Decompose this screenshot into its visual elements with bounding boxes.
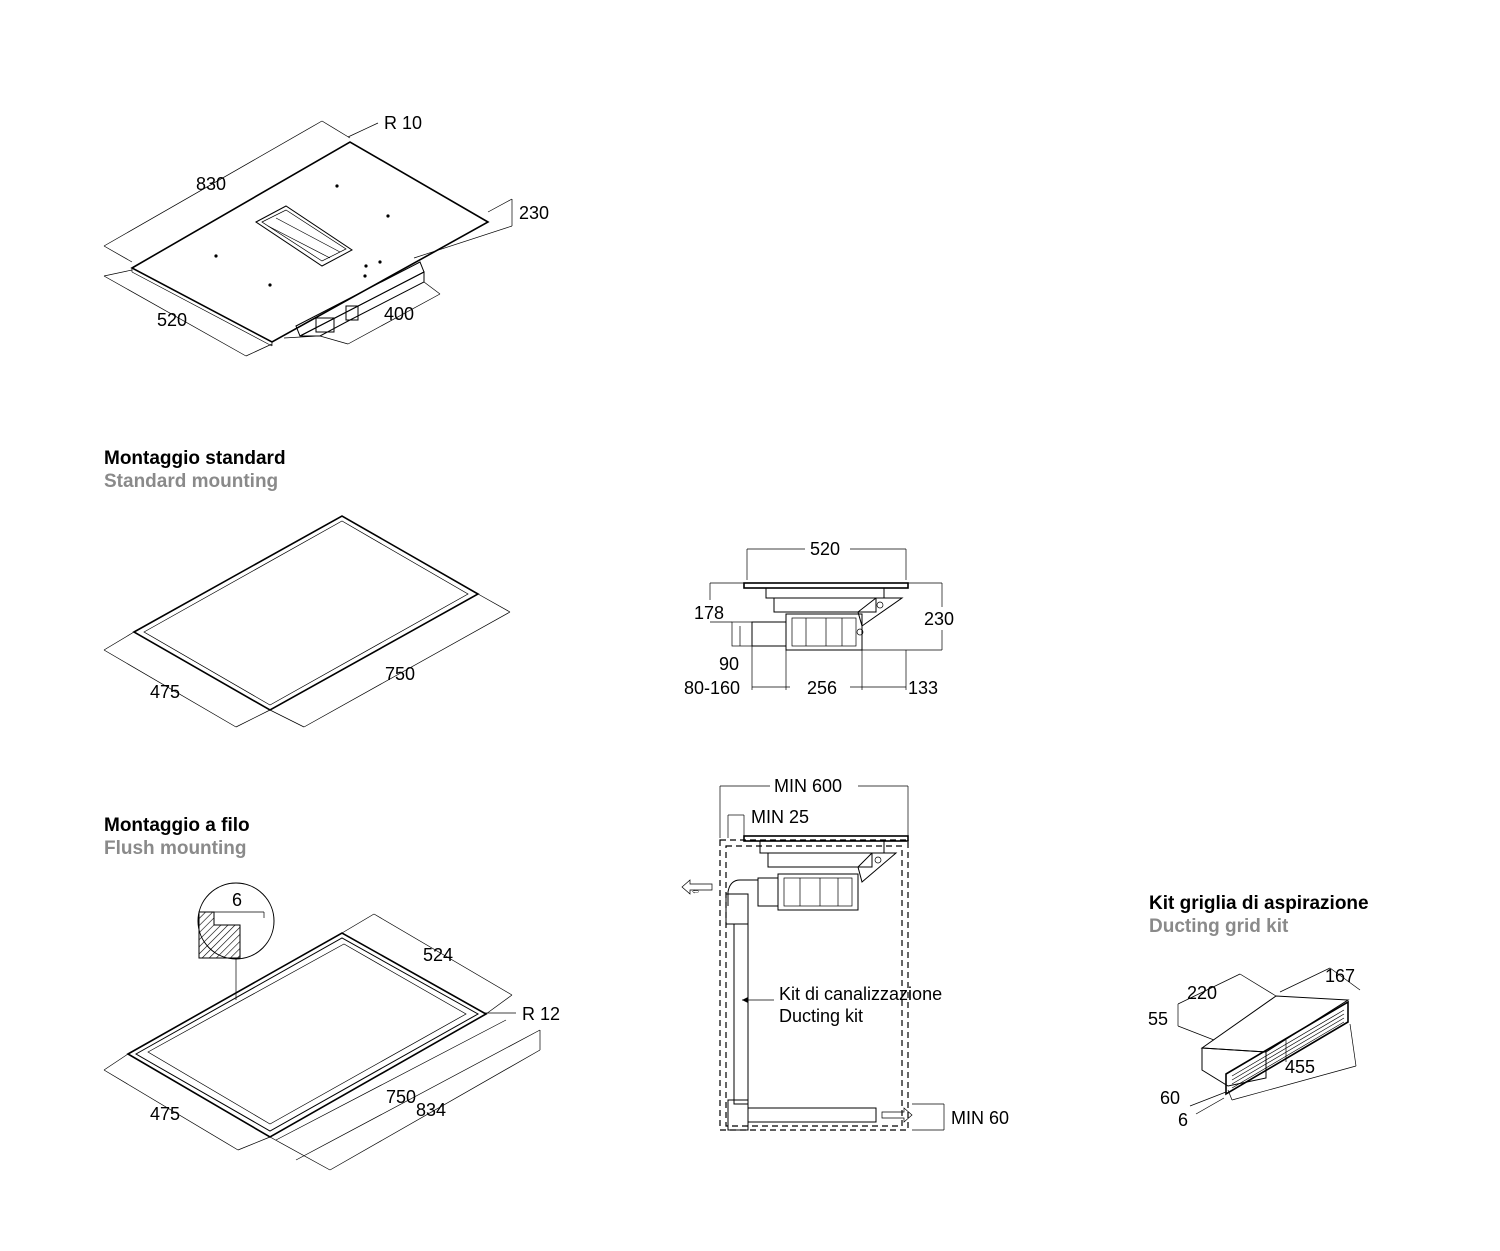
dim-side-h2: 230 <box>924 609 954 629</box>
zone-mark <box>363 274 367 278</box>
dim-overview-length: 830 <box>196 174 226 194</box>
dim-grid-edge: 6 <box>1178 1110 1188 1130</box>
dim-grid-top: 167 <box>1325 966 1355 986</box>
grid-kit-title: Kit griglia di aspirazione <box>1149 893 1369 914</box>
dim-grid-front: 60 <box>1160 1088 1180 1108</box>
dim-flush-edge: 6 <box>232 890 242 910</box>
dim-side-mid: 256 <box>807 678 837 698</box>
dim-side-right: 133 <box>908 678 938 698</box>
dim-flush-outer-length: 834 <box>416 1100 446 1120</box>
grid-kit-header: Kit griglia di aspirazione Ducting grid … <box>1149 892 1369 938</box>
standard-mounting-header: Montaggio standard Standard mounting <box>104 447 286 493</box>
dim-duct-min-bottom: MIN 60 <box>951 1108 1009 1128</box>
flush-cutout-view: 6 524 R 12 475 750 834 <box>103 882 560 1171</box>
airflow-arrow-left: ⇦ <box>692 887 699 896</box>
zone-mark <box>214 254 218 258</box>
dim-flush-width: 475 <box>150 1104 180 1124</box>
zone-mark <box>386 214 390 218</box>
dim-duct-min-width: MIN 600 <box>774 776 842 796</box>
zone-mark <box>364 264 368 268</box>
dim-overview-depth: 400 <box>384 304 414 324</box>
ducting-kit-label-en: Ducting kit <box>779 1006 863 1026</box>
grid-kit-subtitle: Ducting grid kit <box>1149 916 1289 937</box>
ducting-kit-label-it: Kit di canalizzazione <box>779 984 942 1004</box>
hob-side-view: 520 178 230 90 <box>684 539 954 698</box>
zone-mark <box>268 283 272 287</box>
hob-isometric-view: 830 R 10 230 520 400 <box>103 113 549 357</box>
zone-mark <box>378 260 382 264</box>
edge-detail: 6 <box>197 882 275 1000</box>
dim-side-range: 80-160 <box>684 678 740 698</box>
dim-side-duct: 90 <box>719 654 739 674</box>
standard-cutout-view: 475 750 <box>103 515 511 728</box>
standard-mounting-title: Montaggio standard <box>104 448 286 469</box>
dim-grid-length: 455 <box>1285 1057 1315 1077</box>
dim-standard-width: 475 <box>150 682 180 702</box>
dim-grid-depth: 220 <box>1187 983 1217 1003</box>
dim-side-h1: 178 <box>694 603 724 623</box>
motor-unit <box>283 261 425 339</box>
vent-slot <box>255 205 353 267</box>
dim-standard-length: 750 <box>385 664 415 684</box>
dim-overview-radius: R 10 <box>384 113 422 133</box>
standard-mounting-subtitle: Standard mounting <box>104 471 279 492</box>
dim-flush-radius: R 12 <box>522 1004 560 1024</box>
dim-flush-inner-length: 750 <box>386 1087 416 1107</box>
dim-flush-outer: 524 <box>423 945 453 965</box>
dim-duct-min-gap: MIN 25 <box>751 807 809 827</box>
dim-overview-width: 520 <box>157 310 187 330</box>
flush-mounting-title: Montaggio a filo <box>104 815 250 836</box>
ducting-installation-view: MIN 600 MIN 25 ⇦ Kit di cana <box>681 776 1009 1131</box>
grid-kit-view: 220 167 55 455 60 6 <box>1148 966 1361 1130</box>
dim-side-width: 520 <box>810 539 840 559</box>
zone-mark <box>335 184 339 188</box>
dim-overview-height: 230 <box>519 203 549 223</box>
flush-mounting-header: Montaggio a filo Flush mounting <box>104 814 250 860</box>
dim-grid-height: 55 <box>1148 1009 1168 1029</box>
flush-mounting-subtitle: Flush mounting <box>104 838 247 859</box>
